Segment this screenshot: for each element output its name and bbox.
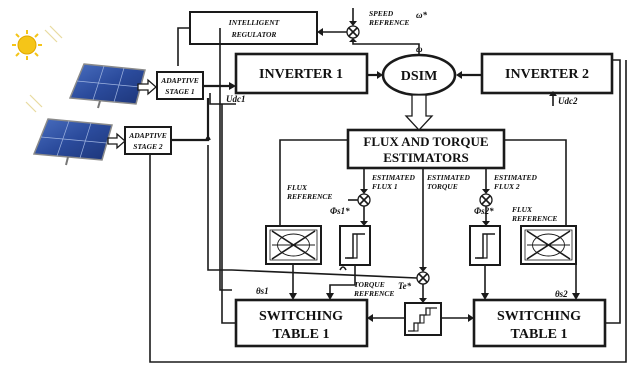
flux-hysteresis-1-block	[339, 225, 371, 266]
torque-hysteresis-block	[404, 302, 442, 336]
inverter-2-block: INVERTER 2	[480, 52, 614, 95]
svg-text:INVERTER 1: INVERTER 1	[259, 67, 343, 82]
svg-text:SWITCHING: SWITCHING	[497, 309, 581, 324]
switching-table-1-block: SWITCHING TABLE 1	[234, 298, 369, 348]
svg-text:DSIM: DSIM	[401, 69, 438, 84]
power-arrow	[137, 78, 157, 96]
torque-reference-label: REFRENCE	[353, 289, 394, 298]
flux-reference-right-label: FLUX	[512, 205, 533, 214]
flux-reference-left-label: REFERENCE	[286, 192, 332, 201]
estimated-flux-1-label: ESTIMATED	[371, 173, 416, 182]
svg-text:INTELLIGENT: INTELLIGENT	[228, 18, 280, 27]
solar-panel-icon	[32, 118, 113, 166]
estimated-flux-2-label: ESTIMATED	[493, 173, 538, 182]
svg-text:FLUX AND TORQUE: FLUX AND TORQUE	[363, 134, 488, 149]
theta-s1-label: θs1	[256, 286, 269, 296]
svg-text:STAGE 1: STAGE 1	[165, 87, 194, 96]
speed-reference-label: REFRENCE	[368, 18, 409, 27]
svg-text:ESTIMATORS: ESTIMATORS	[383, 150, 469, 165]
svg-text:ADAPTIVE: ADAPTIVE	[128, 131, 167, 140]
speed-reference-label: SPEED	[369, 9, 394, 18]
udc1-label: Udc1	[226, 94, 246, 104]
solar-panel-icon	[68, 63, 146, 109]
intelligent-regulator-block: INTELLIGENT REGULATOR	[189, 11, 318, 45]
torque-reference-label: TORQUE	[354, 280, 385, 289]
estimated-flux-1-label: FLUX 1	[372, 182, 398, 191]
flux1-summing-junction	[357, 193, 371, 207]
phi-s2-label: Φs2*	[474, 206, 494, 216]
speed-summing-junction	[346, 25, 360, 39]
diagram-labels: SPEED REFRENCE ω* ω Udc1 Udc2 FLUX REFER…	[226, 9, 578, 299]
omega-label: ω	[416, 44, 423, 54]
svg-text:TABLE 1: TABLE 1	[511, 327, 568, 342]
flux-hysteresis-2-block	[469, 225, 501, 266]
adaptive-stage-1-block: ADAPTIVE STAGE 1	[156, 71, 204, 100]
theta-s2-label: θs2	[555, 289, 568, 299]
sector-selector-2-block	[520, 225, 577, 265]
udc2-label: Udc2	[558, 96, 578, 106]
flux-torque-estimators-block: FLUX AND TORQUE ESTIMATORS	[346, 128, 506, 170]
svg-text:REGULATOR: REGULATOR	[231, 30, 277, 39]
svg-text:SWITCHING: SWITCHING	[259, 309, 343, 324]
estimated-torque-label: ESTIMATED	[426, 173, 471, 182]
estimated-flux-2-label: FLUX 2	[494, 182, 520, 191]
svg-text:TABLE 1: TABLE 1	[273, 327, 330, 342]
switching-table-2-block: SWITCHING TABLE 1	[472, 298, 607, 348]
svg-text:STAGE 2: STAGE 2	[133, 142, 163, 151]
flux2-summing-junction	[479, 193, 493, 207]
inverter-1-block: INVERTER 1	[234, 52, 369, 95]
sector-selector-1-block	[265, 225, 322, 265]
svg-text:INVERTER 2: INVERTER 2	[505, 67, 589, 82]
dsim-motor-block: DSIM	[381, 53, 457, 97]
adaptive-stage-2-block: ADAPTIVE STAGE 2	[124, 126, 172, 155]
phi-s1-label: Φs1*	[330, 206, 350, 216]
signal-wires	[149, 8, 627, 363]
estimated-torque-label: TORQUE	[427, 182, 458, 191]
te-star-label: Te*	[398, 281, 412, 291]
omega-star-label: ω*	[416, 10, 428, 20]
flux-reference-left-label: FLUX	[287, 183, 308, 192]
torque-summing-junction	[416, 271, 430, 285]
svg-text:ADAPTIVE: ADAPTIVE	[160, 76, 199, 85]
sun-icon	[12, 25, 63, 113]
power-arrow	[107, 132, 126, 150]
flux-reference-right-label: REFERENCE	[511, 214, 557, 223]
